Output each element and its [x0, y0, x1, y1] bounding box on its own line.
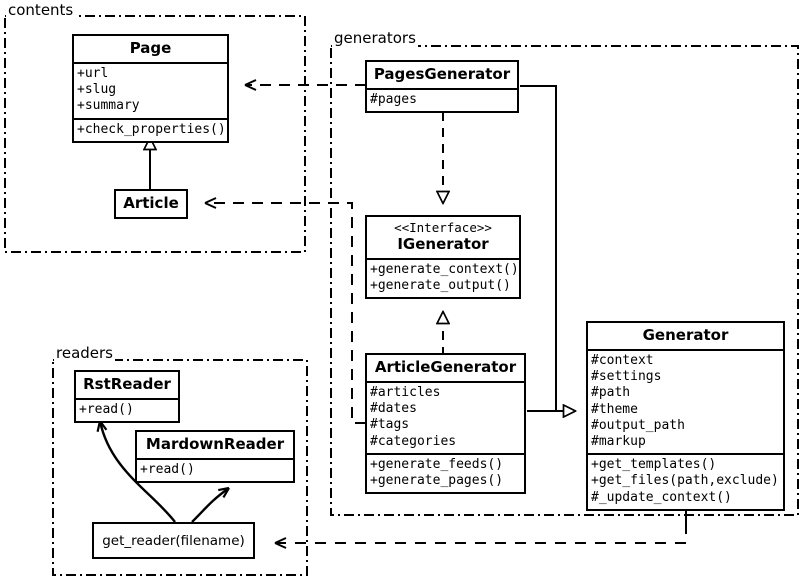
- method-item: +generate_output(): [370, 278, 511, 294]
- attribute-item: +url: [77, 66, 109, 81]
- class-name-page: Page: [129, 39, 172, 57]
- class-methods-page: +check_properties(): [74, 117, 227, 141]
- attribute-item: #dates: [370, 401, 417, 417]
- attribute-item: #theme: [591, 401, 638, 417]
- class-methods-generator: +get_templates() +get_files(path,exclude…: [588, 453, 783, 509]
- attribute-item: #pages: [370, 92, 417, 107]
- edge-get_reader-creates-mardownreader: [191, 486, 230, 523]
- method-item: +get_files(path,exclude): [591, 473, 779, 489]
- method-item: +read(): [140, 462, 195, 477]
- attribute-item: #categories: [370, 433, 457, 449]
- attribute-item: #settings: [591, 369, 662, 385]
- attribute-item: #context: [591, 353, 654, 368]
- attribute-item: #articles: [370, 385, 441, 400]
- class-stereotype-igenerator: <<Interface>>: [394, 220, 492, 235]
- class-methods-article-generator: +generate_feeds() +generate_pages(): [367, 452, 524, 492]
- class-box-rst-reader[interactable]: RstReader +read(): [74, 370, 180, 424]
- class-methods-mardown-reader: +read(): [137, 458, 293, 481]
- method-item: +get_templates(): [591, 457, 717, 473]
- attribute-item: #path: [591, 385, 631, 401]
- class-attributes-generator: #context #settings #path #theme #output_…: [588, 349, 783, 453]
- class-attributes-pages-generator: #pages: [367, 88, 517, 111]
- class-name-rst-reader: RstReader: [83, 375, 171, 393]
- class-name-generator: Generator: [642, 326, 729, 344]
- method-item: +generate_pages(): [370, 473, 504, 489]
- class-attributes-article-generator: #articles #dates #tags #categories: [367, 381, 524, 453]
- method-item: +generate_context(): [370, 262, 519, 277]
- class-box-article[interactable]: Article: [114, 189, 188, 219]
- attribute-item: #output_path: [591, 417, 685, 433]
- package-label-readers: readers: [54, 344, 115, 362]
- class-name-article: Article: [123, 194, 179, 212]
- attribute-item: #tags: [370, 417, 410, 433]
- attribute-item: +summary: [77, 98, 140, 114]
- method-item: +generate_feeds(): [370, 456, 504, 472]
- method-item: +read(): [79, 402, 134, 417]
- class-attributes-page: +url +slug +summary: [74, 62, 227, 118]
- attribute-item: +slug: [77, 82, 117, 98]
- edge-articlegenerator-depends-article: [204, 197, 366, 424]
- class-box-page[interactable]: Page +url +slug +summary +check_properti…: [72, 34, 229, 143]
- class-methods-igenerator: +generate_context() +generate_output(): [367, 258, 519, 297]
- class-header-igenerator: <<Interface>> IGenerator: [367, 217, 519, 258]
- class-name-mardown-reader: MardownReader: [145, 435, 285, 453]
- function-label-get-reader: get_reader(filename): [102, 532, 245, 549]
- class-box-generator[interactable]: Generator #context #settings #path #them…: [586, 321, 785, 511]
- method-item: #_update_context(): [591, 489, 732, 505]
- class-name-igenerator: IGenerator: [397, 235, 489, 253]
- class-name-pages-generator: PagesGenerator: [373, 65, 511, 83]
- package-label-contents: contents: [6, 1, 76, 19]
- class-box-article-generator[interactable]: ArticleGenerator #articles #dates #tags …: [365, 353, 526, 495]
- package-label-generators: generators: [332, 29, 418, 47]
- class-box-mardown-reader[interactable]: MardownReader +read(): [135, 430, 295, 484]
- method-item: +check_properties(): [77, 121, 226, 137]
- class-methods-rst-reader: +read(): [76, 398, 178, 421]
- function-box-get-reader[interactable]: get_reader(filename): [92, 522, 255, 559]
- class-name-article-generator: ArticleGenerator: [374, 358, 517, 376]
- edge-pagesgenerator-inherits-generator: [520, 85, 575, 411]
- class-box-igenerator[interactable]: <<Interface>> IGenerator +generate_conte…: [365, 215, 521, 300]
- class-box-pages-generator[interactable]: PagesGenerator #pages: [365, 60, 519, 114]
- attribute-item: #markup: [591, 434, 646, 450]
